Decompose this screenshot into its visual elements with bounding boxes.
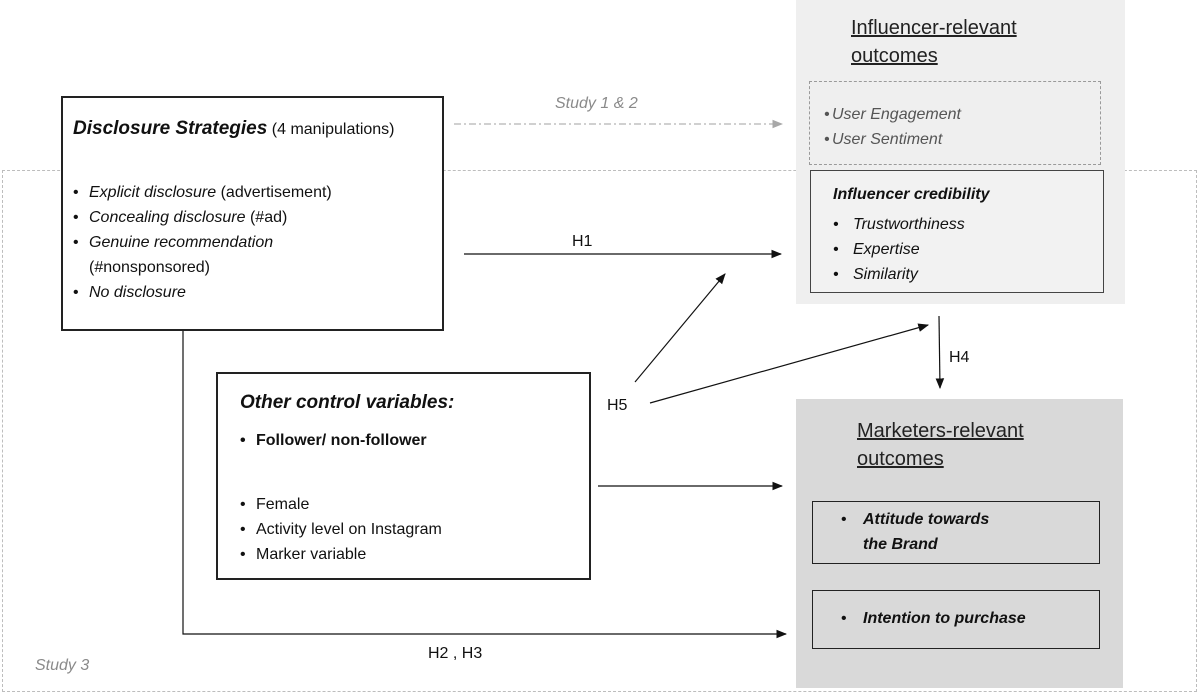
- h5-label: H5: [607, 397, 628, 414]
- disclosure-list: Explicit disclosure (advertisement) Conc…: [67, 180, 332, 305]
- controls-primary-list: Follower/ non-follower: [234, 428, 427, 453]
- credibility-box: Influencer credibility Trustworthiness E…: [810, 170, 1104, 293]
- intention-bullet: •: [841, 610, 847, 627]
- controls-list: Female Activity level on Instagram Marke…: [234, 492, 442, 567]
- influencer-panel-title-line2: outcomes: [851, 45, 938, 67]
- attitude-bullet: •: [841, 511, 847, 528]
- disclosure-item: Explicit disclosure (advertisement): [67, 180, 332, 205]
- engagement-list: User Engagement User Sentiment: [818, 102, 961, 152]
- credibility-item: Trustworthiness: [827, 212, 965, 237]
- controls-box: Other control variables: Follower/ non-f…: [216, 372, 591, 580]
- engagement-item: User Sentiment: [818, 127, 961, 152]
- marketers-panel-title-line1: Marketers-relevant: [857, 420, 1024, 442]
- intention-box: • Intention to purchase: [812, 590, 1100, 649]
- intention-label: Intention to purchase: [863, 610, 1026, 627]
- h5-arrow-to-h4: [649, 323, 930, 404]
- h23-arrow: [182, 331, 788, 639]
- genuine-note: (#nonsponsored): [89, 259, 210, 276]
- disclosure-item: Genuine recommendation(#nonsponsored): [67, 230, 332, 280]
- marketers-outcomes-panel: Marketers-relevant outcomes: [796, 399, 1123, 688]
- disclosure-box: Disclosure Strategies (4 manipulations) …: [61, 96, 444, 331]
- controls-item: Marker variable: [234, 542, 442, 567]
- study12-label: Study 1 & 2: [555, 95, 638, 112]
- h1-label: H1: [572, 233, 593, 250]
- h5-arrow-to-credibility: [634, 273, 726, 383]
- credibility-item: Expertise: [827, 237, 965, 262]
- attitude-line1: Attitude towards: [863, 511, 990, 528]
- controls-primary-item: Follower/ non-follower: [234, 428, 427, 453]
- controls-title: Other control variables:: [240, 392, 455, 413]
- disclosure-item: No disclosure: [67, 280, 332, 305]
- disclosure-header: Disclosure Strategies (4 manipulations): [73, 118, 395, 140]
- disclosure-subtitle: (4 manipulations): [271, 121, 395, 138]
- attitude-line2: the Brand: [863, 536, 938, 553]
- h23-label: H2 , H3: [428, 645, 483, 662]
- disclosure-item: Concealing disclosure (#ad): [67, 205, 332, 230]
- controls-item: Female: [234, 492, 442, 517]
- study3-label: Study 3: [35, 657, 90, 674]
- engagement-box: User Engagement User Sentiment: [809, 81, 1101, 165]
- study3-frame: [2, 170, 1197, 692]
- attitude-box: • Attitude towards the Brand: [812, 501, 1100, 564]
- credibility-item: Similarity: [827, 262, 965, 287]
- h4-label: H4: [949, 349, 970, 366]
- controls-item: Activity level on Instagram: [234, 517, 442, 542]
- credibility-list: Trustworthiness Expertise Similarity: [827, 212, 965, 287]
- h4-arrow: [935, 315, 945, 390]
- disclosure-title: Disclosure Strategies: [73, 118, 268, 139]
- influencer-panel-title-line1: Influencer-relevant: [851, 17, 1017, 39]
- credibility-title: Influencer credibility: [833, 186, 990, 203]
- engagement-item: User Engagement: [818, 102, 961, 127]
- marketers-panel-title-line2: outcomes: [857, 448, 944, 470]
